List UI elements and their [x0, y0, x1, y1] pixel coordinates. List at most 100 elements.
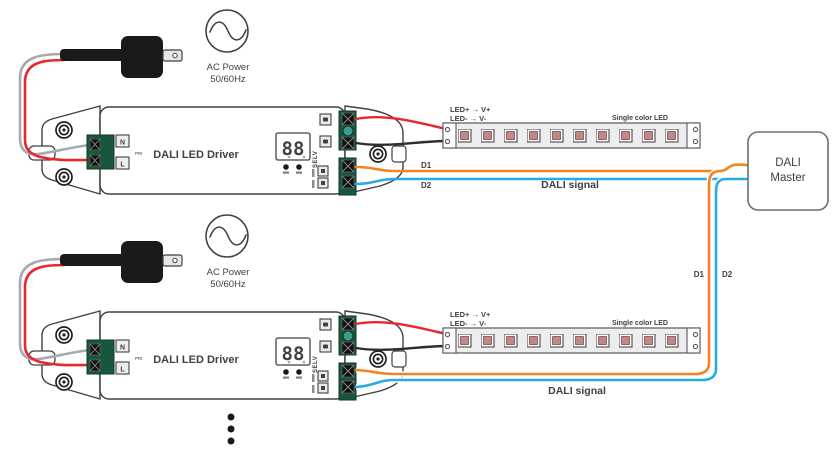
dali-master-label-line1: DALI	[775, 157, 801, 169]
driver-unit: AC Power 50/60Hz DALI LED Driv	[18, 214, 701, 401]
button-icon	[283, 164, 289, 170]
address-set-buttons	[283, 369, 302, 379]
d2-label: D2	[722, 270, 733, 279]
led-positive-wire	[354, 320, 448, 336]
dali-wire-d2-drop	[354, 177, 728, 389]
solder-pad	[692, 343, 699, 350]
mounting-slot	[391, 145, 407, 163]
dali-port-marks	[312, 165, 329, 189]
mounting-screw	[55, 326, 73, 344]
blade-hole	[172, 52, 178, 59]
led-mapping-minus-label: LED- → V-	[450, 319, 487, 328]
mounting-slot	[391, 350, 407, 368]
mains-input-terminal	[86, 134, 115, 170]
dali-bus-overlay: D1 D2 DALI signal D1 D2 DALI signal DALI…	[227, 131, 829, 445]
mains-input-terminal	[86, 339, 115, 375]
ac-power-label: AC Power	[207, 62, 250, 73]
wire-casing	[355, 176, 727, 390]
ac-frequency-label: 50/60Hz	[210, 74, 246, 85]
solder-pad	[444, 343, 451, 350]
mounting-screw	[369, 350, 387, 368]
dali-master-box: DALI Master	[747, 131, 829, 211]
led-mapping-minus-label: LED- → V-	[450, 114, 487, 123]
dali-wire-d1-drop	[354, 169, 722, 376]
ac-frequency-label: 50/60Hz	[210, 279, 246, 290]
terminal-n-label: N	[120, 345, 125, 352]
led-output-terminal	[338, 110, 357, 151]
ac-power-label: AC Power	[207, 267, 250, 278]
ac-power-symbol: AC Power 50/60Hz	[205, 9, 250, 85]
driver-name-label: DALI LED Driver	[153, 354, 239, 366]
plug-body	[121, 241, 163, 283]
solder-pad	[444, 331, 451, 338]
terminal-l-label: L	[120, 162, 125, 169]
dali-master-label-line2: Master	[770, 172, 805, 184]
live-wire	[23, 263, 92, 367]
solder-pad	[692, 126, 699, 133]
mounting-screw	[369, 145, 387, 163]
mounting-screw	[55, 168, 73, 186]
led-strip	[442, 327, 701, 354]
solder-pad	[692, 331, 699, 338]
mounting-screw	[55, 373, 73, 391]
blade-hole	[172, 257, 178, 264]
dali-signal-label: DALI signal	[541, 179, 599, 191]
sine-wave-icon	[209, 226, 247, 246]
solder-pad	[444, 138, 451, 145]
d1-label: D1	[694, 270, 705, 279]
dali-wire-d2	[354, 177, 750, 186]
pri-label: PRI	[135, 356, 143, 361]
pri-label: PRI	[135, 151, 143, 156]
led-positive-wire	[354, 115, 448, 131]
dali-port-marks	[312, 370, 329, 394]
driver-name-label: DALI LED Driver	[153, 149, 239, 161]
neutral-wire	[18, 257, 92, 361]
sine-wave-icon	[209, 21, 247, 41]
led-output-terminal	[338, 315, 357, 356]
button-icon	[296, 369, 302, 375]
terminal-n-box	[115, 339, 130, 353]
led-mapping-plus-label: LED+ → V+	[450, 105, 491, 114]
mounting-screw	[55, 121, 73, 139]
led-negative-wire	[354, 139, 448, 146]
terminal-n-label: N	[120, 140, 125, 147]
address-display: 88	[275, 337, 311, 366]
d2-label: D2	[421, 181, 432, 190]
terminal-n-box	[115, 134, 130, 148]
selv-label: SELV	[313, 356, 319, 373]
terminal-l-box	[115, 361, 130, 375]
terminal-l-label: L	[120, 367, 125, 374]
led-negative-wire	[354, 344, 448, 351]
ac-plug	[60, 241, 183, 283]
display-digits: 88	[282, 138, 305, 160]
neutral-wire	[18, 52, 92, 156]
output-polarity-marks	[319, 318, 332, 353]
led-chips	[456, 128, 682, 143]
solder-pad	[444, 126, 451, 133]
button-icon	[283, 369, 289, 375]
dali-wire-d1	[354, 163, 750, 173]
dali-signal-label: DALI signal	[548, 385, 606, 397]
driver-unit: AC Power 50/60Hz DALI LED Driv	[18, 9, 701, 196]
strip-type-label: Single color LED	[612, 320, 668, 327]
led-chips	[456, 333, 682, 348]
strip-type-label: Single color LED	[612, 115, 668, 122]
cord-sleeve	[60, 49, 126, 61]
d1-label: D1	[421, 161, 432, 170]
ac-plug	[60, 36, 183, 78]
display-digits: 88	[282, 343, 305, 365]
output-polarity-marks	[319, 113, 332, 148]
cord-sleeve	[60, 254, 126, 266]
dali-terminal	[338, 362, 357, 401]
address-display: 88	[275, 132, 311, 161]
address-set-buttons	[283, 164, 302, 174]
live-wire	[23, 58, 92, 162]
selv-label: SELV	[313, 151, 319, 168]
ac-power-symbol: AC Power 50/60Hz	[205, 214, 250, 290]
plug-body	[121, 36, 163, 78]
led-strip	[442, 122, 701, 149]
solder-pad	[692, 138, 699, 145]
dali-terminal	[338, 157, 357, 196]
